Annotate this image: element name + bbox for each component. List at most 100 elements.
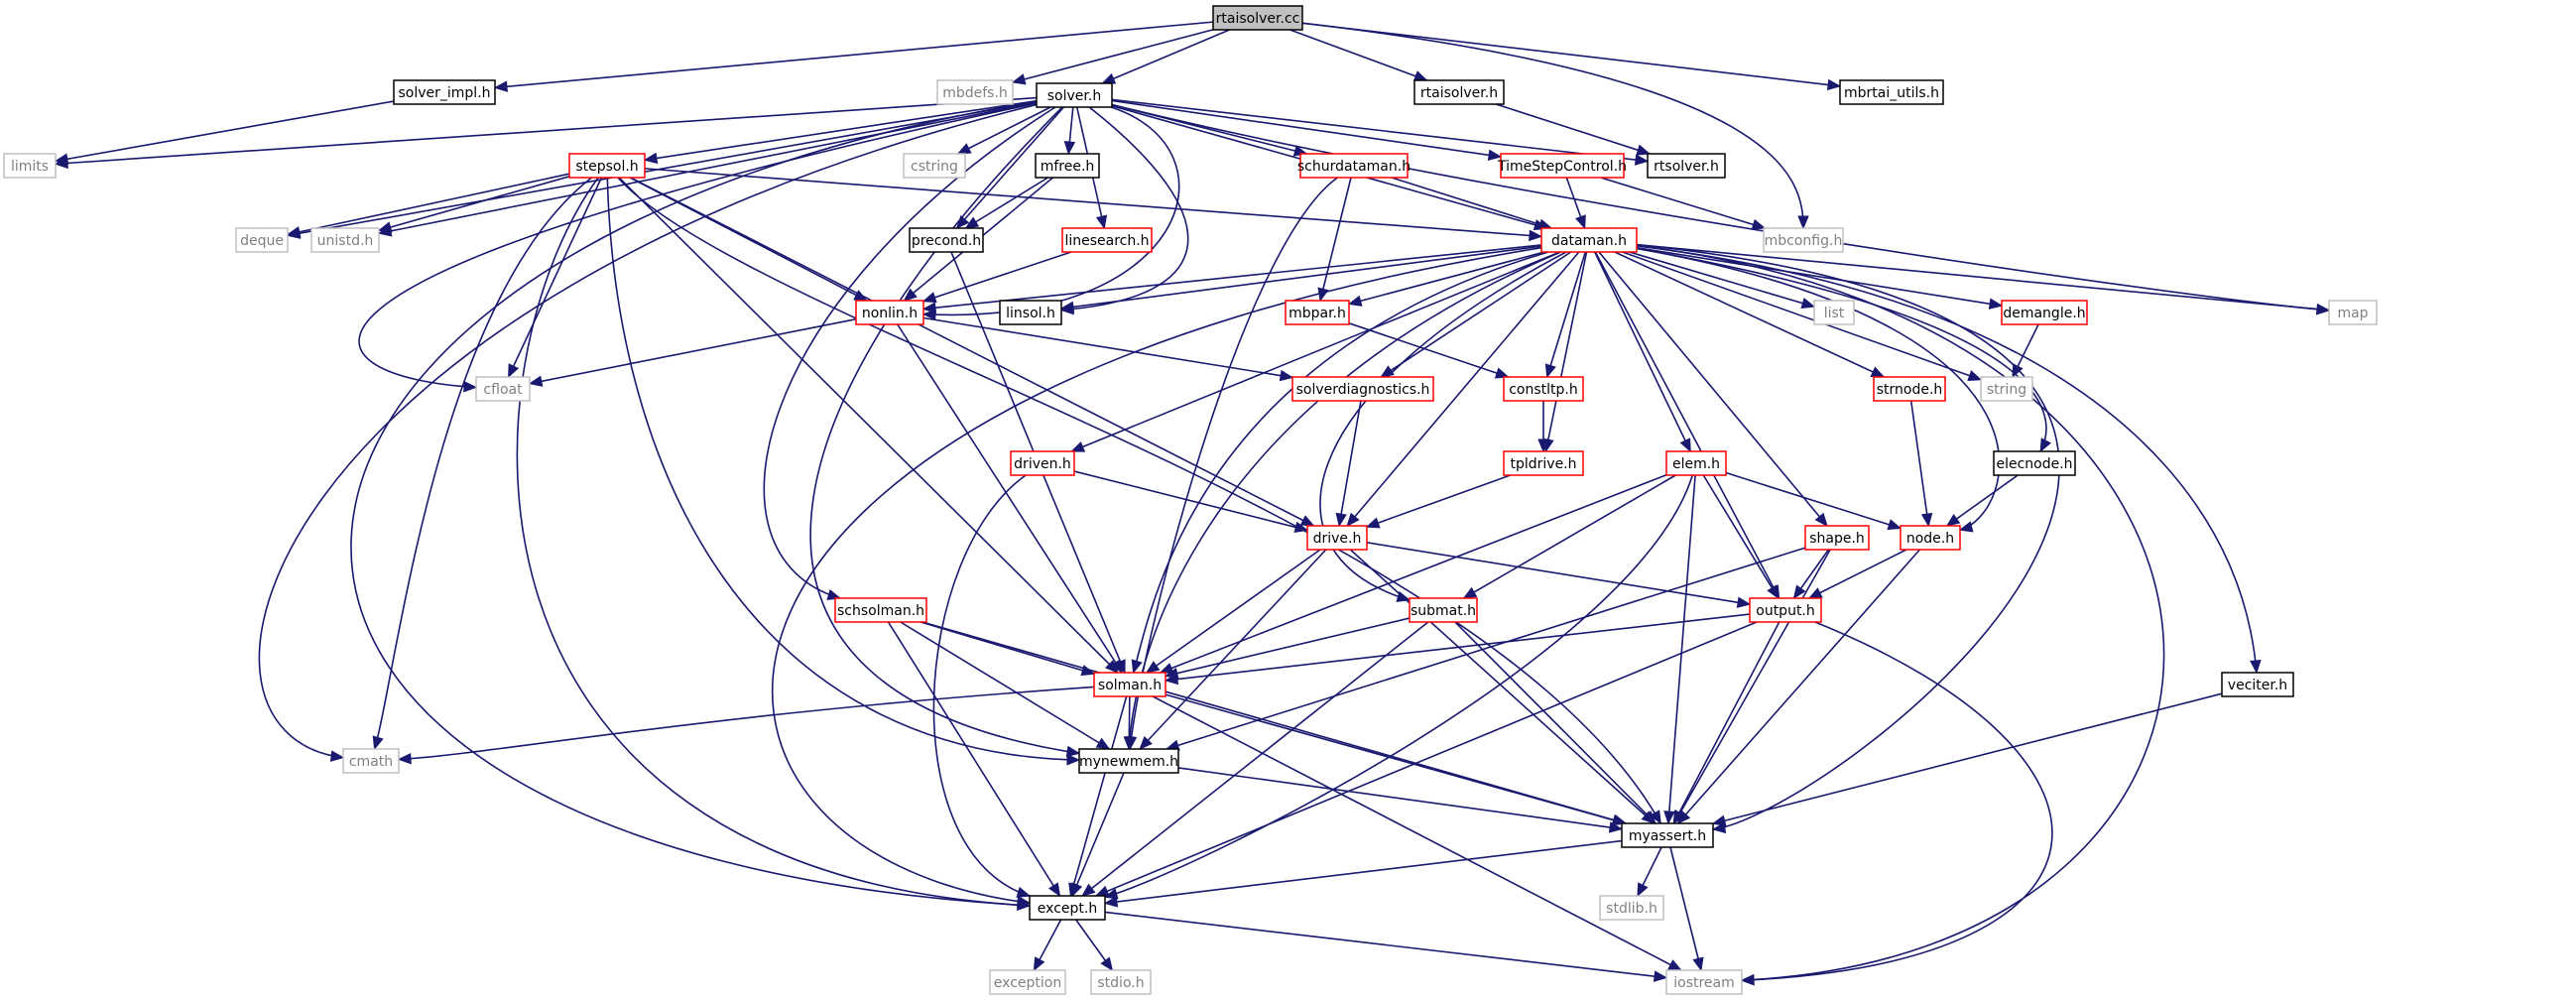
node-solverdiagnostics-h[interactable]: solverdiagnostics.h xyxy=(1291,376,1434,402)
node-shape-h[interactable]: shape.h xyxy=(1804,525,1870,551)
node-schurdataman-h[interactable]: schurdataman.h xyxy=(1297,153,1411,179)
arrowhead xyxy=(1807,587,1823,599)
edge-line xyxy=(922,106,1180,316)
node-demangle-h[interactable]: demangle.h xyxy=(2001,300,2088,325)
edge-solver_h-to-mynewmem_h xyxy=(809,106,1081,758)
edge-line xyxy=(1454,621,1656,824)
edge-line xyxy=(1598,251,1828,527)
node-label: rtaisolver.cc xyxy=(1216,11,1300,27)
edge-output_h-to-solman_h xyxy=(1164,613,1751,686)
node-node-h[interactable]: node.h xyxy=(1900,525,1961,551)
node-output-h[interactable]: output.h xyxy=(1749,597,1822,623)
arrowhead xyxy=(1100,956,1114,972)
node-box xyxy=(1090,969,1152,995)
node-linesearch-h[interactable]: linesearch.h xyxy=(1061,227,1153,253)
edge-elem_h-to-solman_h xyxy=(1159,473,1667,674)
arrowhead xyxy=(1095,214,1108,230)
node-label: string xyxy=(1987,382,2026,398)
arrowhead xyxy=(1494,367,1510,379)
edge-line xyxy=(1348,322,1509,378)
node-driven-h[interactable]: driven.h xyxy=(1010,450,1075,476)
node-mfree-h[interactable]: mfree.h xyxy=(1035,153,1100,179)
node-stepsol-h[interactable]: stepsol.h xyxy=(568,153,646,179)
node-mbrtai-utils-h[interactable]: mbrtai_utils.h xyxy=(1839,79,1944,105)
node-tpldrive-h[interactable]: tpldrive.h xyxy=(1503,450,1584,476)
node-box xyxy=(1540,227,1638,253)
node-submat-h[interactable]: submat.h xyxy=(1409,597,1478,623)
node-dataman-h[interactable]: dataman.h xyxy=(1540,227,1638,253)
node-label: schsolman.h xyxy=(837,603,924,619)
node-timestepcontrol-h[interactable]: TimeStepControl.h xyxy=(1497,153,1627,179)
node-myassert-h[interactable]: myassert.h xyxy=(1621,822,1714,848)
arrowhead xyxy=(1751,218,1767,230)
edge-rtaisolver_cc-to-solver_h xyxy=(1101,29,1230,84)
node-elem-h[interactable]: elem.h xyxy=(1665,450,1727,476)
edge-dataman_h-to-elecnode_h xyxy=(1636,247,2051,453)
arrowhead xyxy=(1575,214,1586,230)
arrowhead xyxy=(2250,660,2262,675)
arrowhead xyxy=(1279,369,1294,382)
node-box xyxy=(1804,525,1870,551)
edge-dataman_h-to-veciter_h xyxy=(1636,245,2262,675)
arrowhead xyxy=(1920,512,1933,528)
edge-elecnode_h-to-node_h xyxy=(1945,474,2019,527)
edge-dataman_h-to-linsol_h xyxy=(1059,245,1542,313)
edge-line xyxy=(1636,247,2047,452)
edge-line xyxy=(494,21,1214,89)
node-solman-h[interactable]: solman.h xyxy=(1093,672,1166,697)
node-solver-impl-h[interactable]: solver_impl.h xyxy=(393,79,496,105)
edge-dataman_h-to-nonlin_h xyxy=(921,244,1542,313)
arrowhead xyxy=(1634,154,1650,166)
node-veciter-h[interactable]: veciter.h xyxy=(2221,672,2294,697)
edge-schsolman_h-to-mynewmem_h xyxy=(900,621,1111,750)
edge-line xyxy=(1712,692,2223,825)
node-label: unistd.h xyxy=(317,233,374,249)
node-label: submat.h xyxy=(1411,603,1476,619)
edge-line xyxy=(922,244,1542,311)
arrowhead xyxy=(1131,659,1143,675)
node-mbpar-h[interactable]: mbpar.h xyxy=(1285,300,1350,325)
node-rtaisolver-h[interactable]: rtaisolver.h xyxy=(1413,79,1505,105)
arrowhead xyxy=(1317,287,1329,303)
node-label: schurdataman.h xyxy=(1297,159,1411,175)
node-label: constltp.h xyxy=(1509,382,1578,398)
edge-schsolman_h-to-except_h xyxy=(887,621,1061,898)
node-nonlin-h[interactable]: nonlin.h xyxy=(855,300,924,325)
node-drive-h[interactable]: drive.h xyxy=(1306,525,1368,551)
node-label: demangle.h xyxy=(2003,306,2085,321)
node-label: cmath xyxy=(349,754,393,770)
arrowhead xyxy=(1095,737,1111,750)
node-except-h[interactable]: except.h xyxy=(1029,895,1106,921)
node-rtsolver-h[interactable]: rtsolver.h xyxy=(1647,153,1726,179)
node-deque: deque xyxy=(235,227,289,253)
edge-submat_h-to-myassert_h xyxy=(1454,621,1656,824)
edge-line xyxy=(1391,177,1552,229)
edge-mynewmem_h-to-except_h xyxy=(1071,772,1125,898)
node-label: map xyxy=(2337,306,2368,321)
node-strnode-h[interactable]: strnode.h xyxy=(1873,376,1946,402)
node-box xyxy=(1061,227,1153,253)
node-box xyxy=(1665,450,1727,476)
node-elecnode-h[interactable]: elecnode.h xyxy=(1993,450,2076,476)
node-solver-h[interactable]: solver.h xyxy=(1036,82,1113,108)
edge-dataman_h-to-shape_h xyxy=(1598,251,1828,527)
arrowhead xyxy=(1814,512,1828,527)
edge-line xyxy=(1600,177,1766,229)
edge-line xyxy=(1636,247,2001,531)
node-box xyxy=(1763,227,1844,253)
node-schsolman-h[interactable]: schsolman.h xyxy=(834,597,927,623)
node-constltp-h[interactable]: constltp.h xyxy=(1503,376,1584,402)
arrowhead xyxy=(1347,295,1363,307)
edge-line xyxy=(897,323,1123,674)
arrowhead xyxy=(1063,140,1076,156)
node-linsol-h[interactable]: linsol.h xyxy=(999,300,1062,325)
edge-line xyxy=(1095,621,1758,897)
node-precond-h[interactable]: precond.h xyxy=(909,227,984,253)
node-rtaisolver-cc[interactable]: rtaisolver.cc xyxy=(1212,5,1303,31)
arrowhead xyxy=(1123,736,1136,751)
edge-output_h-to-myassert_h xyxy=(1672,621,1780,825)
edge-submat_h-to-solman_h xyxy=(1164,617,1411,680)
edge-line xyxy=(1366,474,1511,528)
edge-elem_h-to-submat_h xyxy=(1462,474,1676,599)
node-mynewmem-h[interactable]: mynewmem.h xyxy=(1078,748,1179,774)
